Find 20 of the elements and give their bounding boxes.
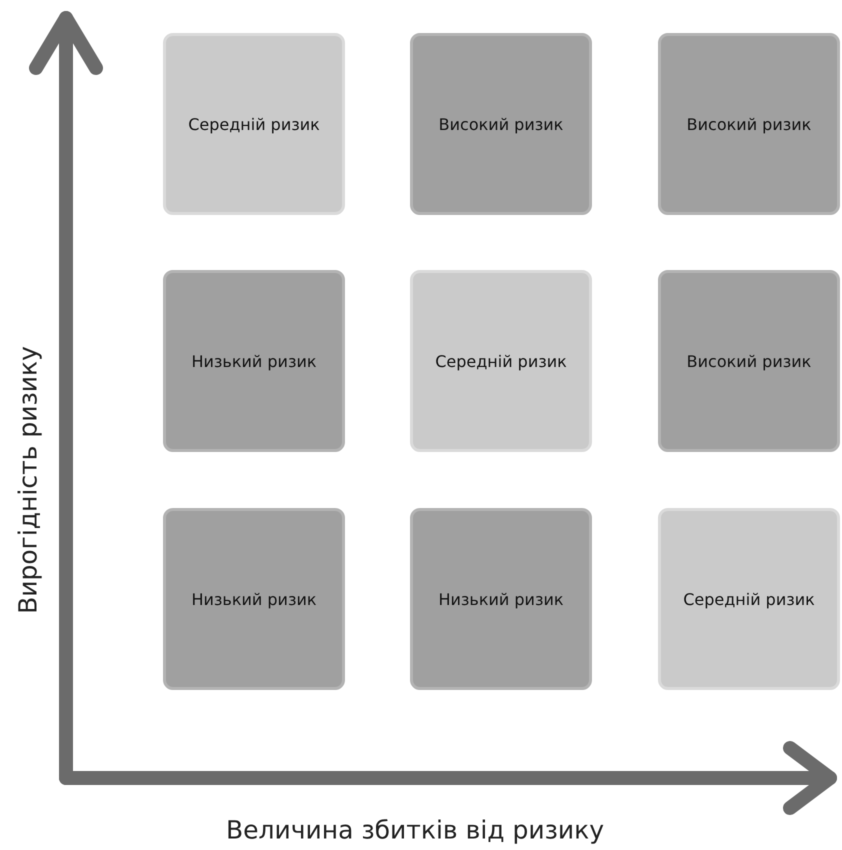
- risk-cell: [163, 508, 345, 690]
- risk-cell: [658, 508, 840, 690]
- risk-cell: [410, 33, 592, 215]
- risk-level: Високий ризик: [438, 114, 564, 134]
- risk-level: Високий ризик: [686, 114, 812, 134]
- risk-cell: [410, 508, 592, 690]
- risk-level: Середній ризик: [435, 352, 567, 370]
- risk-level: Високий ризик: [686, 352, 812, 370]
- risk-cell: [163, 33, 345, 215]
- risk-cell: [410, 270, 592, 452]
- axis-title: Вирогідність ризику: [14, 346, 42, 614]
- risk-cell: [163, 270, 345, 452]
- risk-level: Низький ризик: [191, 590, 317, 608]
- risk-cell: [658, 270, 840, 452]
- risk-level: Низький ризик: [191, 352, 317, 370]
- axis-title: Величина збитків від ризику: [226, 816, 604, 844]
- risk-level: Низький ризик: [438, 590, 564, 608]
- risk-level: Середній ризик: [188, 114, 320, 134]
- risk-cell: [658, 33, 840, 215]
- risk-level: Середній ризик: [683, 590, 815, 608]
